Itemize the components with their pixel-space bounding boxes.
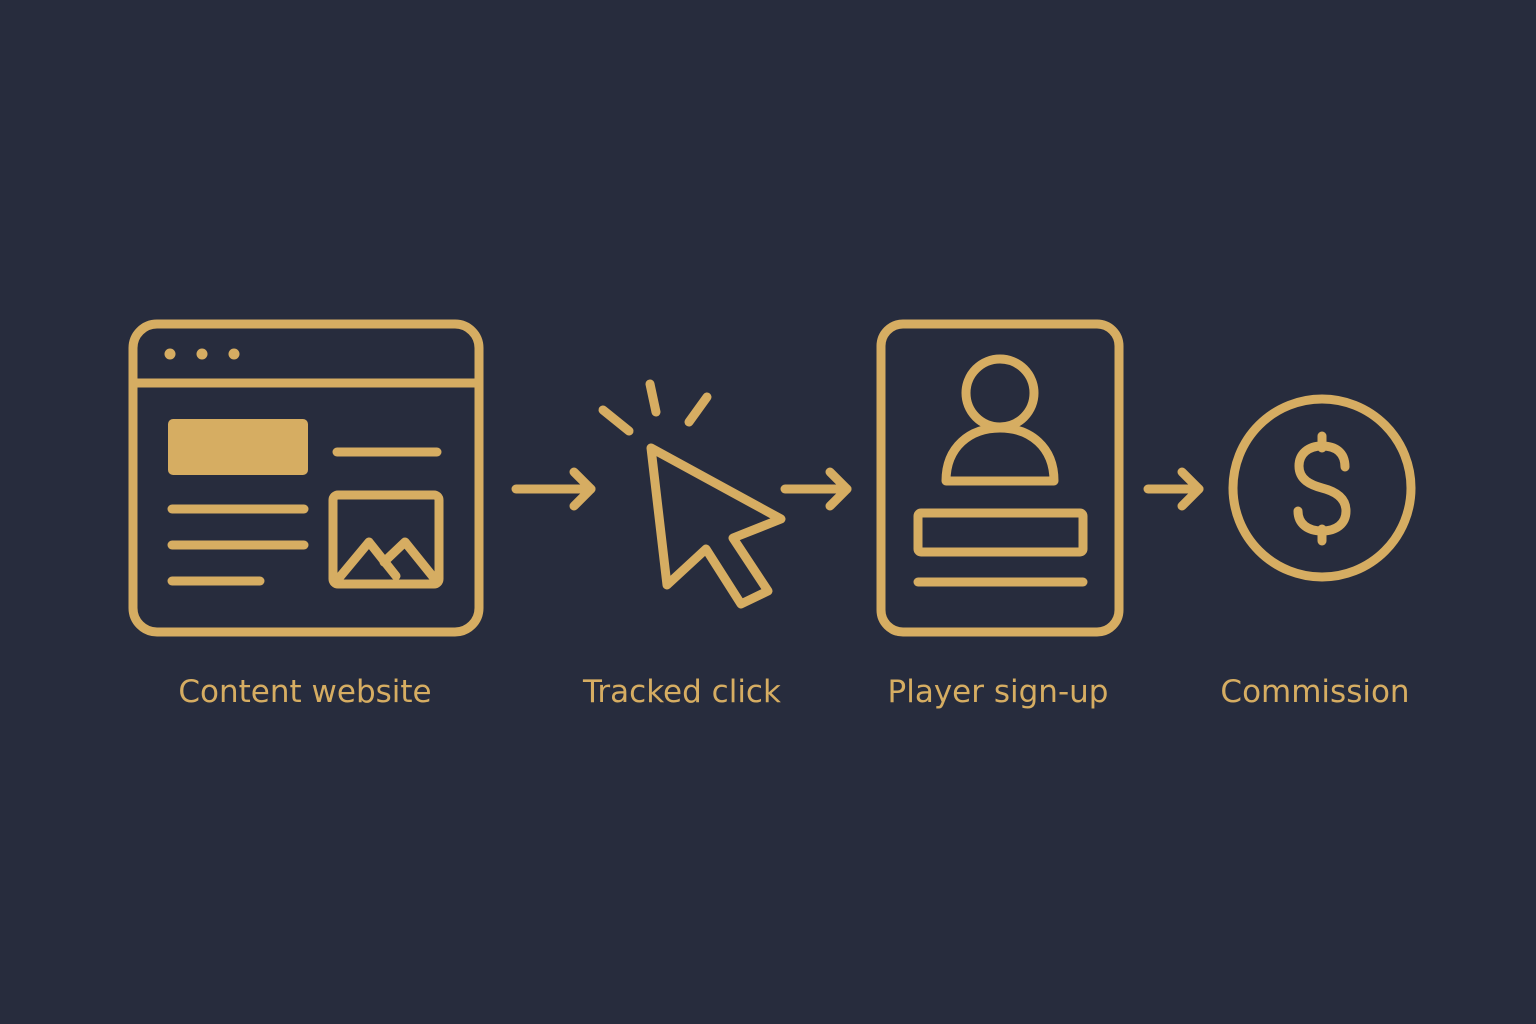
cursor-click-icon (598, 379, 786, 609)
step-label-tracked-click: Tracked click (583, 674, 781, 710)
image-placeholder-icon (328, 490, 444, 589)
step-label-content-website: Content website (178, 674, 432, 710)
step-label-player-sign-up: Player sign-up (887, 674, 1109, 710)
arrow-right-icon (1143, 467, 1204, 511)
arrow-right-icon (780, 467, 852, 511)
step-label-commission: Commission (1220, 674, 1410, 710)
browser-window-icon (128, 319, 484, 637)
arrow-right-icon (511, 467, 596, 511)
user-profile-card-icon (876, 319, 1124, 637)
dollar-coin-icon (1228, 394, 1416, 582)
